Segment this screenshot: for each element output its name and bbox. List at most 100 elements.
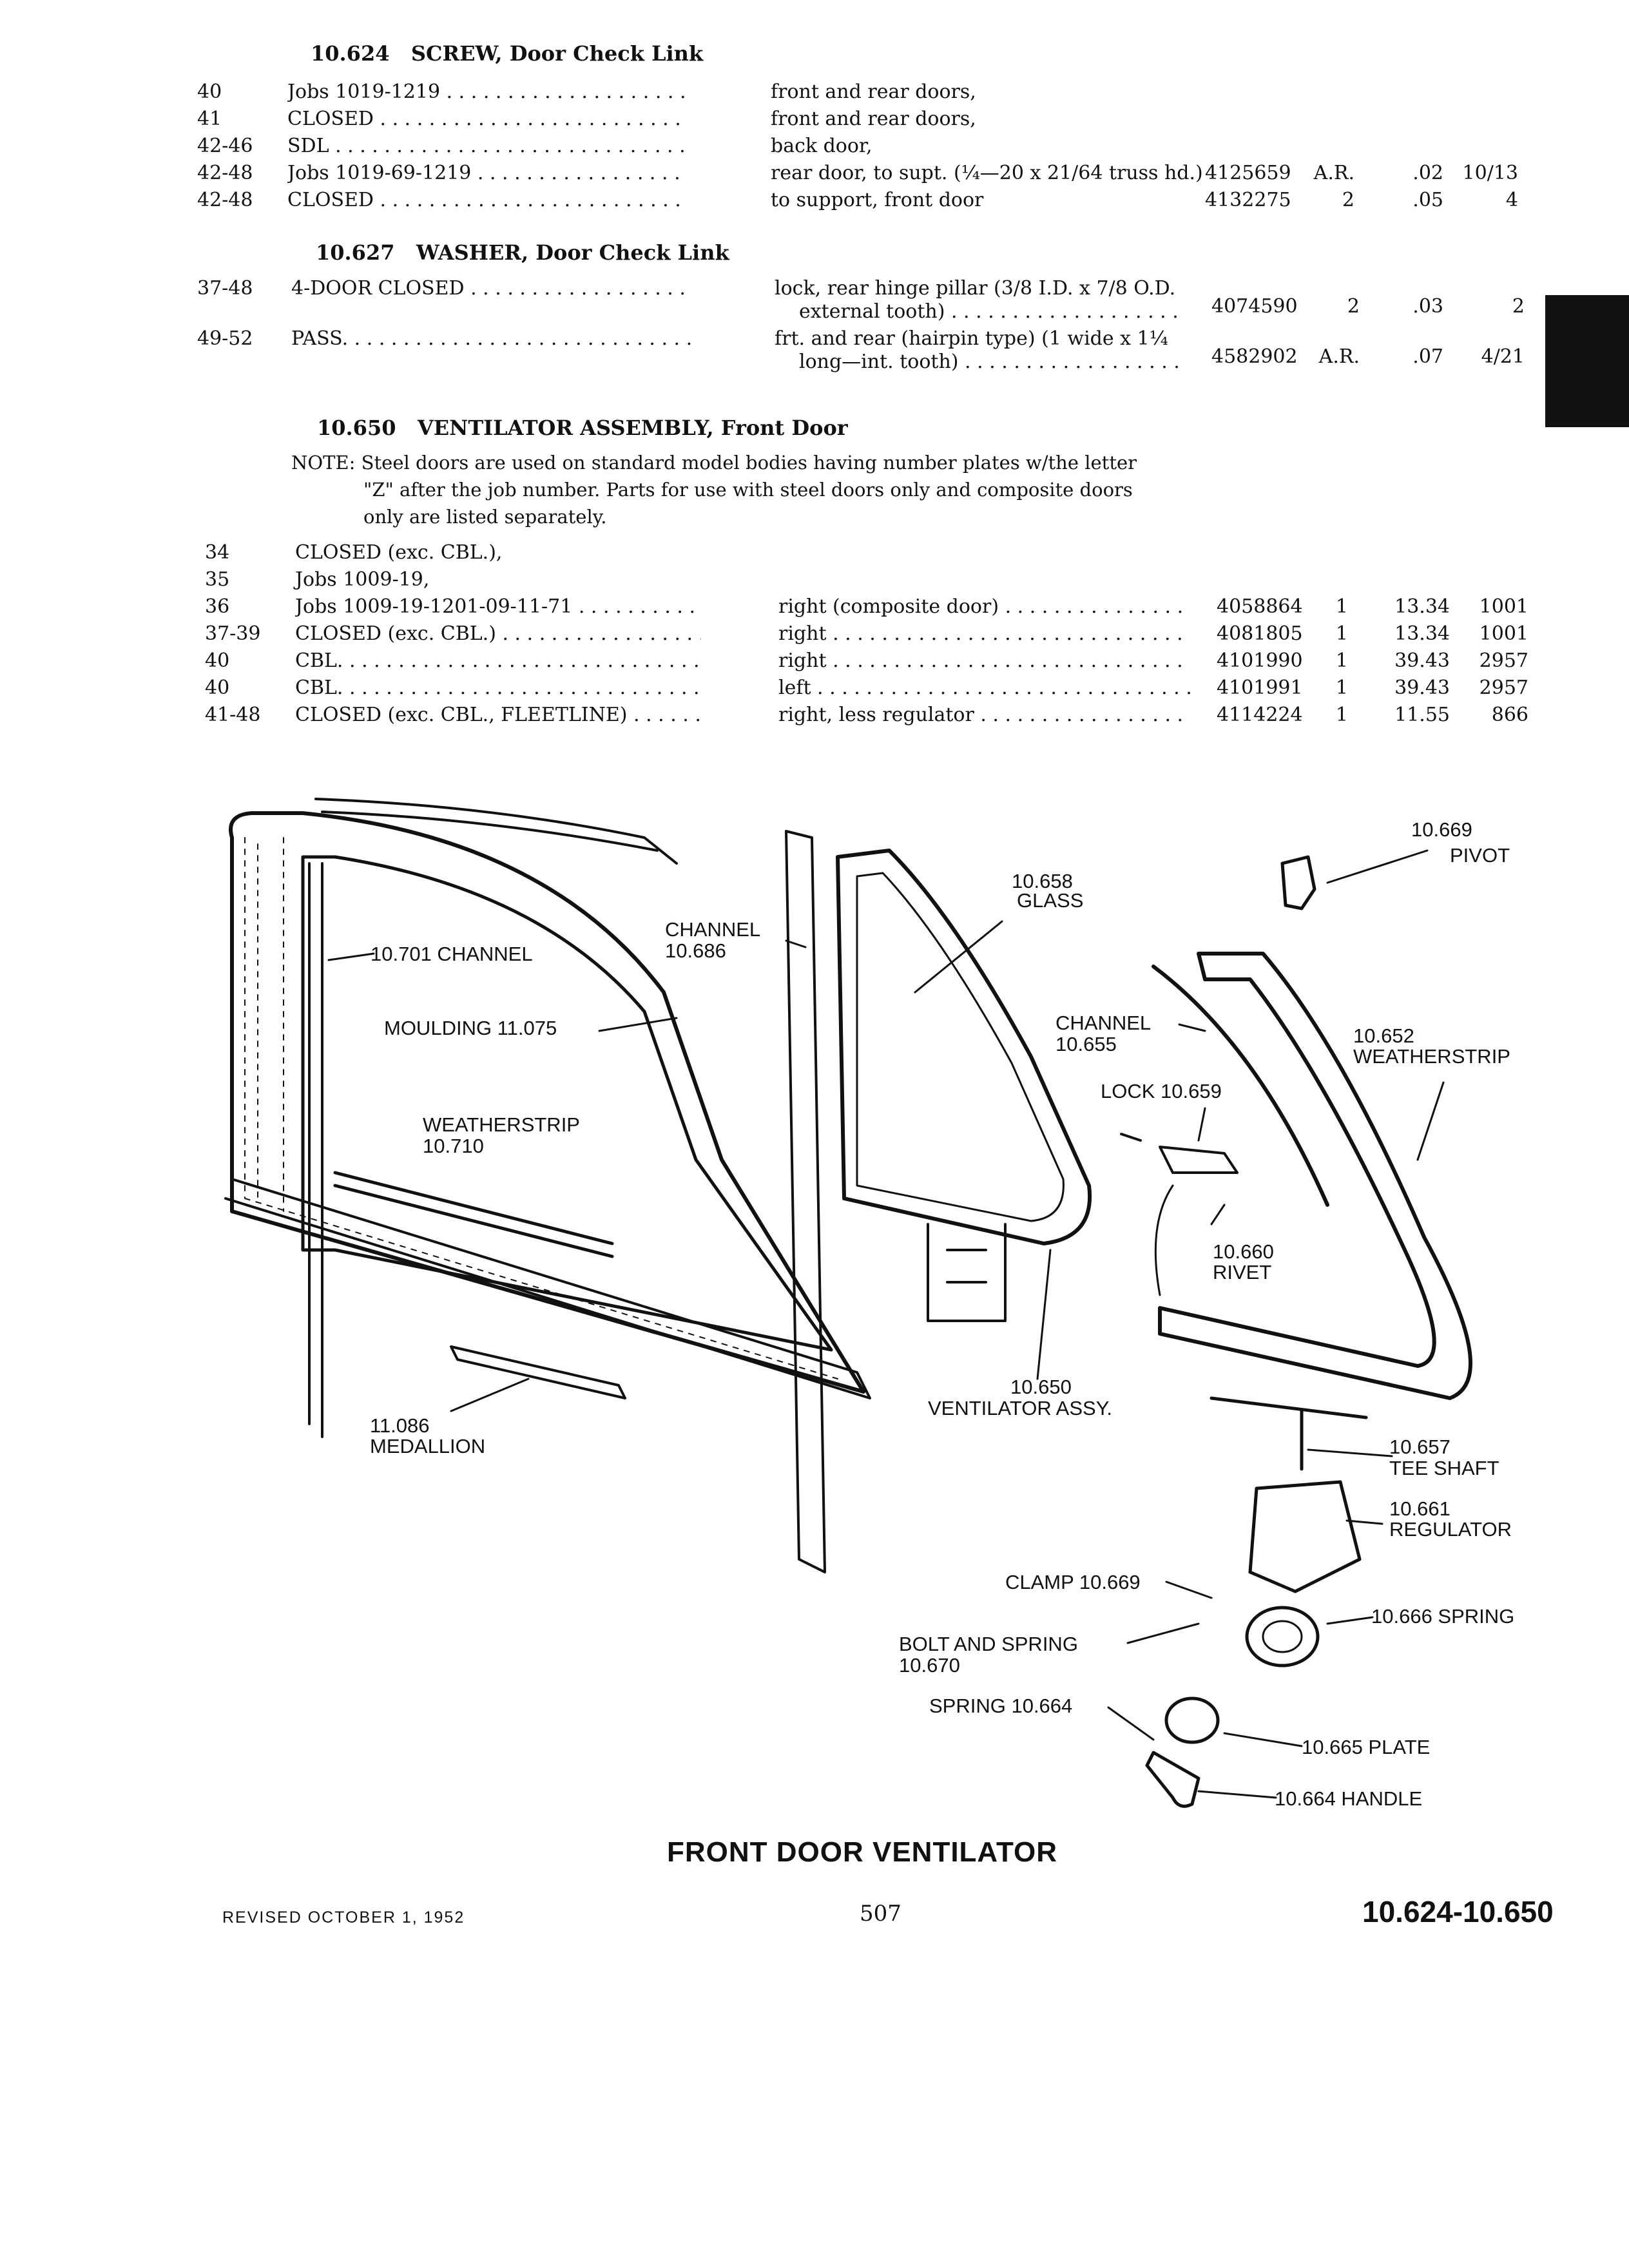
row-quantity: 1 [1335, 595, 1348, 618]
door-frame-inner [301, 855, 833, 1352]
label-ventilator-number: 10.650 [1010, 1376, 1072, 1398]
row-year: 49-52 [197, 327, 253, 350]
row-quantity: 1 [1335, 649, 1348, 672]
label-tee-shaft: TEE SHAFT [1389, 1457, 1499, 1479]
label-regulator-number: 10.661 [1389, 1497, 1451, 1520]
row-description: back door, [771, 135, 872, 157]
label-glass-number: 10.658 [1012, 870, 1073, 892]
channel-10-655-strip [1152, 965, 1329, 1207]
label-channel-686: CHANNEL [665, 918, 761, 941]
row-description-cont: long—int. tooth) [799, 351, 1186, 373]
row-model: Jobs 1009-19, [295, 568, 430, 591]
row-year: 42-46 [197, 135, 253, 157]
row-model: CLOSED [287, 108, 687, 130]
row-code: 2 [1512, 295, 1525, 318]
pivot-part [1280, 855, 1316, 910]
row-description: lock, rear hinge pillar (3/8 I.D. x 7/8 … [775, 277, 1176, 300]
label-bolt-spring: BOLT AND SPRING [899, 1633, 1078, 1655]
section-number: 10.624 [311, 41, 390, 66]
label-pivot-number: 10.669 [1411, 818, 1472, 841]
row-code: 1001 [1479, 622, 1528, 645]
row-description: right [778, 649, 1191, 672]
leader-lines [327, 849, 1445, 1799]
row-quantity: A.R. [1318, 345, 1360, 368]
label-medallion-number: 11.086 [370, 1414, 430, 1437]
lock-arrow-curve [1154, 1184, 1174, 1296]
row-price: .02 [1412, 162, 1443, 184]
section-number: 10.650 [317, 416, 396, 440]
note-line: NOTE: Steel doors are used on standard m… [291, 452, 1137, 474]
section-title: WASHER, Door Check Link [416, 240, 729, 265]
row-part-number: 4114224 [1217, 704, 1303, 726]
footer-page-number: 507 [860, 1901, 901, 1927]
row-code: 866 [1491, 704, 1528, 726]
row-year: 41 [197, 108, 222, 130]
label-channel-686-number: 10.686 [665, 939, 726, 962]
row-code: 2957 [1479, 649, 1528, 672]
row-description: rear door, to supt. (¼—20 x 21/64 truss … [771, 162, 1203, 184]
vent-glass-inner [856, 872, 1065, 1222]
vent-hinge-bracket [927, 1223, 1007, 1322]
row-model: Jobs 1009-19-1201-09-11-71 [295, 595, 701, 618]
label-weatherstrip-710-number: 10.710 [423, 1135, 484, 1157]
row-code: 4 [1505, 189, 1518, 211]
label-plate: 10.665 PLATE [1302, 1736, 1431, 1758]
row-quantity: 2 [1342, 189, 1354, 211]
row-price: 39.43 [1394, 649, 1450, 672]
weatherstrip-10-710-strip [333, 1171, 614, 1258]
label-regulator: REGULATOR [1389, 1518, 1512, 1541]
label-ventilator: VENTILATOR ASSY. [928, 1397, 1113, 1419]
row-year: 40 [205, 677, 230, 699]
medallion-part [450, 1345, 626, 1399]
label-lock: LOCK 10.659 [1101, 1080, 1222, 1102]
section-screw-header: 10.624 SCREW, Door Check Link [311, 41, 703, 66]
steel-door-note: NOTE: Steel doors are used on standard m… [291, 449, 1137, 530]
label-tee-shaft-number: 10.657 [1389, 1436, 1451, 1458]
label-handle: 10.664 HANDLE [1275, 1787, 1423, 1810]
note-line: "Z" after the job number. Parts for use … [363, 479, 1133, 501]
row-quantity: 1 [1335, 677, 1348, 699]
note-line: only are listed separately. [363, 506, 607, 528]
door-frame-outer [229, 811, 865, 1394]
row-description-cont: external tooth) [799, 300, 1186, 323]
label-bolt-spring-number: 10.670 [899, 1654, 960, 1677]
row-model: PASS. [291, 327, 691, 350]
label-pivot: PIVOT [1450, 844, 1510, 867]
row-part-number: 4125659 [1205, 162, 1291, 184]
row-code: 4/21 [1481, 345, 1525, 368]
row-model: CBL. [295, 649, 701, 672]
label-rivet: RIVET [1213, 1261, 1272, 1283]
spring-part [1245, 1606, 1320, 1667]
door-frame-top-moulding [314, 798, 678, 865]
row-part-number: 4058864 [1217, 595, 1303, 618]
row-model: Jobs 1019-69-1219 [287, 162, 687, 184]
section-title: SCREW, Door Check Link [410, 41, 704, 66]
label-channel-701: 10.701 CHANNEL [371, 943, 533, 965]
row-model: 4-DOOR CLOSED [291, 277, 691, 300]
footer-section-range: 10.624-10.650 [1362, 1895, 1554, 1928]
row-description: front and rear doors, [771, 81, 976, 103]
row-part-number: 4101991 [1217, 677, 1303, 699]
row-quantity: 1 [1335, 622, 1348, 645]
label-spring-666: 10.666 SPRING [1371, 1605, 1515, 1628]
row-part-number: 4081805 [1217, 622, 1303, 645]
section-number: 10.627 [316, 240, 395, 265]
row-year: 34 [205, 541, 230, 564]
row-description: frt. and rear (hairpin type) (1 wide x 1… [775, 327, 1168, 350]
row-price: .05 [1412, 189, 1443, 211]
row-quantity: 1 [1335, 704, 1348, 726]
row-model: CLOSED (exc. CBL.), [295, 541, 503, 564]
lock-part [1120, 1133, 1239, 1174]
label-rivet-number: 10.660 [1213, 1240, 1274, 1263]
row-price: .03 [1412, 295, 1443, 318]
row-code: 2957 [1479, 677, 1528, 699]
row-model: CLOSED [287, 189, 687, 211]
row-model: CLOSED (exc. CBL., FLEETLINE) [295, 704, 701, 726]
row-part-number: 4582902 [1211, 345, 1298, 368]
label-channel-655-number: 10.655 [1055, 1033, 1117, 1055]
plate-part [1164, 1696, 1220, 1744]
label-weatherstrip-652: WEATHERSTRIP [1353, 1045, 1510, 1068]
row-part-number: 4132275 [1205, 189, 1291, 211]
weatherstrip-10-652-outer [1158, 952, 1472, 1400]
